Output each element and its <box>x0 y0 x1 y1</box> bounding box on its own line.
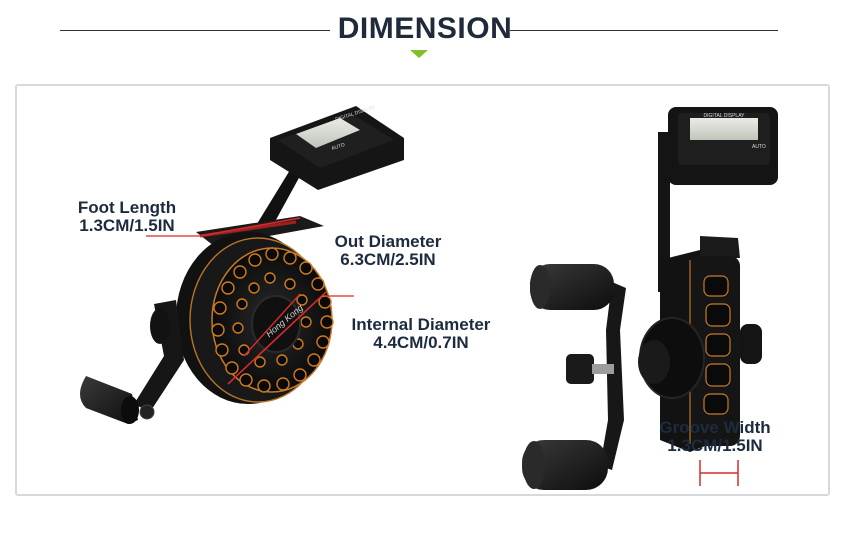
right-spool-slots <box>703 275 731 415</box>
foot-length-name: Foot Length <box>77 198 177 217</box>
groove-width-marker <box>699 460 739 486</box>
foot-length-value: 1.3CM/1.5IN <box>79 216 175 235</box>
right-reel-photo: DIGITAL DISPLAY AUTO <box>522 107 778 490</box>
internal-diameter-value: 4.4CM/0.7IN <box>373 333 469 352</box>
spool-holes <box>211 247 334 393</box>
groove-width-value: 1.3CM/1.5IN <box>667 436 763 455</box>
left-display-auto: AUTO <box>331 142 346 152</box>
out-diameter-label: Out Diameter 6.3CM/2.5IN <box>318 233 458 269</box>
groove-width-name: Groove Width <box>659 418 771 437</box>
foot-length-label: Foot Length 1.3CM/1.5IN <box>62 199 192 235</box>
internal-diameter-name: Internal Diameter <box>351 315 491 334</box>
right-handle-knob-top <box>530 264 614 310</box>
accent-arrow-icon <box>410 50 428 58</box>
right-digital-display: DIGITAL DISPLAY AUTO <box>668 107 778 185</box>
section-header: DIMENSION <box>0 0 850 70</box>
left-handle-knob <box>80 376 139 424</box>
header-rule-right <box>510 30 778 31</box>
section-title: DIMENSION <box>337 12 513 45</box>
out-diameter-value: 6.3CM/2.5IN <box>340 250 436 269</box>
right-display-title: DIGITAL DISPLAY <box>703 113 745 119</box>
right-display-auto: AUTO <box>752 144 766 150</box>
groove-width-label: Groove Width 1.3CM/1.5IN <box>645 419 785 455</box>
right-handle-knob-bottom <box>522 440 608 490</box>
header-rule-left <box>60 30 330 31</box>
out-diameter-name: Out Diameter <box>334 232 442 251</box>
internal-diameter-label: Internal Diameter 4.4CM/0.7IN <box>334 316 508 352</box>
left-reel-photo: DIGITAL DISPLAY AUTO <box>80 104 404 424</box>
